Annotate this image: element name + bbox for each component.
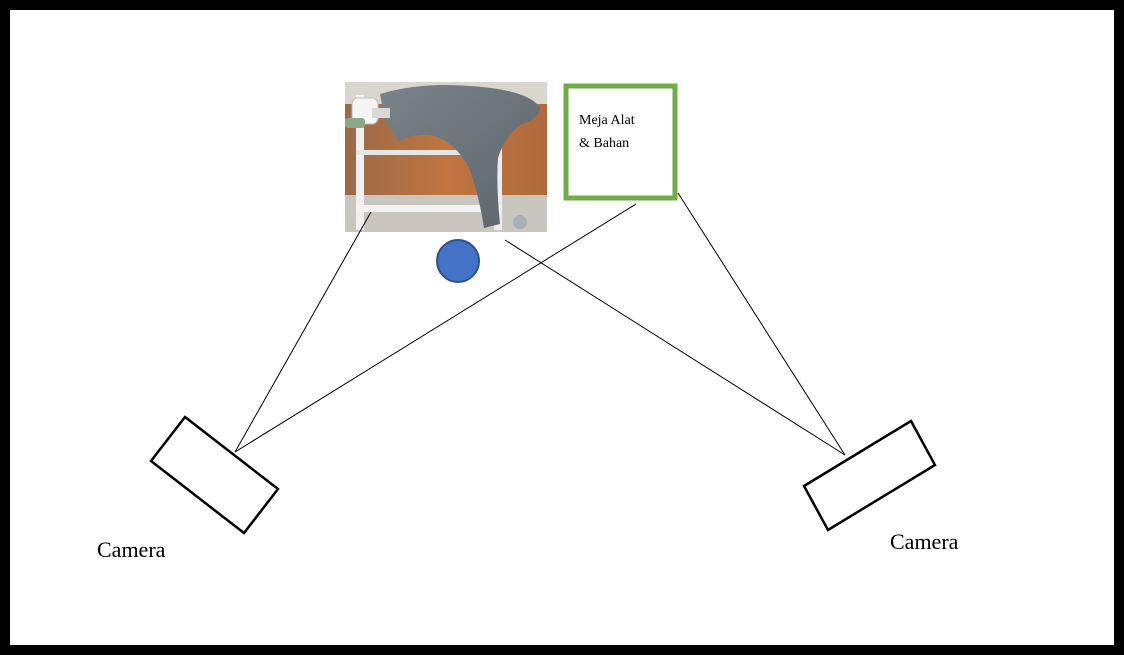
left-camera-label: Camera [97,537,166,562]
right-camera-icon [802,419,937,532]
sight-line-right-to-table [677,192,846,456]
sight-line-left-to-photo [234,211,372,453]
left-camera-icon [149,415,280,535]
right-camera-label: Camera [890,529,959,554]
sight-line-right-to-photo [504,239,846,456]
table-label-line1: Meja Alat [579,113,635,128]
person-marker-icon [436,239,480,283]
tools-materials-table-box [563,83,678,201]
table-label-line2: & Bahan [579,136,629,151]
fender-stand-photo [345,82,547,232]
sight-line-left-to-table [234,203,637,453]
